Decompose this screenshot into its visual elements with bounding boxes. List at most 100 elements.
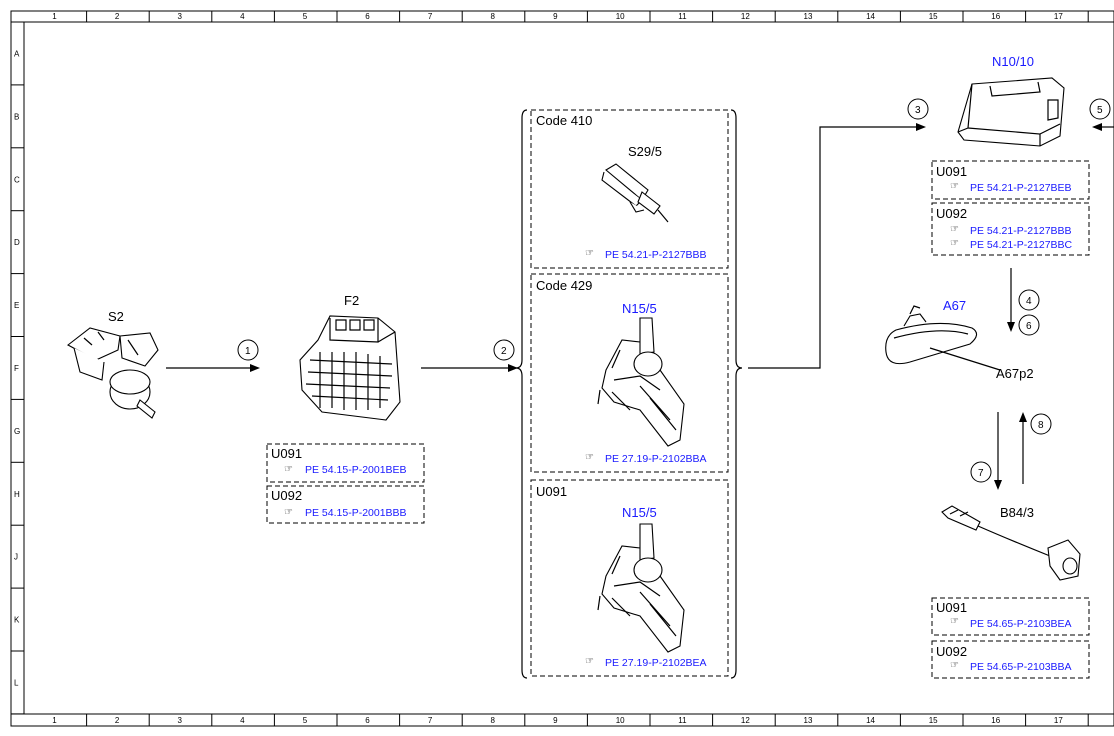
column-label-top: 5 [303,12,308,21]
column-label-top: 11 [678,12,687,21]
f2-label: F2 [344,293,359,308]
u091-center-box [530,479,729,677]
b84-3-label: B84/3 [1000,505,1034,520]
n10-u092-ref-2[interactable]: PE 54.21-P-2127BBC [970,239,1073,251]
pointing-hand-icon: ☞ [284,464,293,475]
f2-u091-box [266,443,425,483]
n15-5-b-label: N15/5 [622,505,657,520]
pointing-hand-icon: ☞ [950,224,959,235]
n15-5-a-part [597,317,685,447]
b84-u091-code: U091 [936,600,967,615]
s29-5-label: S29/5 [628,144,662,159]
column-label-top: 8 [491,12,496,21]
b84-u091-ref[interactable]: PE 54.65-P-2103BEA [970,618,1072,630]
n15-5-b-ref[interactable]: PE 27.19-P-2102BEA [605,657,707,669]
n10-u092-box [931,202,1090,256]
s2-label: S2 [108,309,124,324]
pointing-hand-icon: ☞ [950,181,959,192]
column-label-bottom: 6 [365,716,370,725]
column-label-bottom: 3 [178,716,183,725]
column-label-top: 13 [804,12,813,21]
row-label: C [14,175,20,184]
connection-5: 5 [1097,105,1103,116]
f2-u091-code: U091 [271,446,302,461]
n10-u091-box [931,160,1090,200]
connection-6: 6 [1026,321,1032,332]
code410-box [530,109,729,269]
connection-3: 3 [915,105,921,116]
row-label: D [14,238,20,247]
column-label-bottom: 15 [929,716,938,725]
f2-u092-code: U092 [271,488,302,503]
column-label-top: 10 [616,12,625,21]
column-label-top: 16 [991,12,1000,21]
n15-5-a-ref[interactable]: PE 27.19-P-2102BBA [605,453,707,465]
pointing-hand-icon: ☞ [585,248,594,259]
row-label: J [14,553,18,562]
n10-u091-ref[interactable]: PE 54.21-P-2127BEB [970,182,1072,194]
column-label-bottom: 14 [866,716,875,725]
column-label-top: 12 [741,12,750,21]
n15-5-b-part [597,523,685,653]
b84-u091-box [931,597,1090,636]
pointing-hand-icon: ☞ [950,616,959,627]
n10-u091-code: U091 [936,164,967,179]
f2-u092-ref[interactable]: PE 54.15-P-2001BBB [305,507,407,519]
pointing-hand-icon: ☞ [950,238,959,249]
pointing-hand-icon: ☞ [585,452,594,463]
connection-8: 8 [1038,420,1044,431]
n10-10-label: N10/10 [992,54,1034,69]
s29-5-ref[interactable]: PE 54.21-P-2127BBB [605,249,707,261]
n10-10-part [957,77,1065,147]
column-label-top: 9 [553,12,558,21]
row-label: B [14,112,19,121]
row-label: K [14,616,20,625]
code429-label: Code 429 [536,278,592,293]
b84-u092-code: U092 [936,644,967,659]
f2-u091-ref[interactable]: PE 54.15-P-2001BEB [305,464,407,476]
column-label-top: 15 [929,12,938,21]
column-label-bottom: 7 [428,716,433,725]
f2-part [299,315,401,421]
connection-1: 1 [245,346,251,357]
n10-u092-code: U092 [936,206,967,221]
column-label-bottom: 11 [678,716,687,725]
s2-part [66,327,159,419]
column-label-bottom: 13 [804,716,813,725]
pointing-hand-icon: ☞ [950,660,959,671]
row-label: A [14,49,20,58]
connection-7: 7 [978,468,984,479]
b84-u092-box [931,640,1090,679]
column-label-top: 4 [240,12,245,21]
row-label: G [14,427,20,436]
row-label: L [14,678,19,687]
column-label-bottom: 9 [553,716,558,725]
column-label-top: 7 [428,12,433,21]
column-label-top: 6 [365,12,370,21]
n10-u092-ref-1[interactable]: PE 54.21-P-2127BBB [970,225,1072,237]
b84-u092-ref[interactable]: PE 54.65-P-2103BBA [970,661,1072,673]
column-label-bottom: 2 [115,716,120,725]
column-label-bottom: 10 [616,716,625,725]
pointing-hand-icon: ☞ [585,656,594,667]
column-ruler: 1122334455667788991010111112121313141415… [52,11,1089,726]
column-label-bottom: 1 [52,716,57,725]
column-label-top: 2 [115,12,120,21]
a67p2-label: A67p2 [996,366,1034,381]
column-label-bottom: 4 [240,716,245,725]
column-label-bottom: 17 [1054,716,1063,725]
pointing-hand-icon: ☞ [284,507,293,518]
column-label-bottom: 12 [741,716,750,725]
column-label-top: 17 [1054,12,1063,21]
column-label-top: 3 [178,12,183,21]
connection-4: 4 [1026,296,1032,307]
u091-center-label: U091 [536,484,567,499]
column-label-top: 1 [52,12,57,21]
column-label-bottom: 8 [491,716,496,725]
row-label: E [14,301,19,310]
s29-5-part [601,163,669,223]
column-label-bottom: 16 [991,716,1000,725]
b84-3-part [941,505,1081,581]
